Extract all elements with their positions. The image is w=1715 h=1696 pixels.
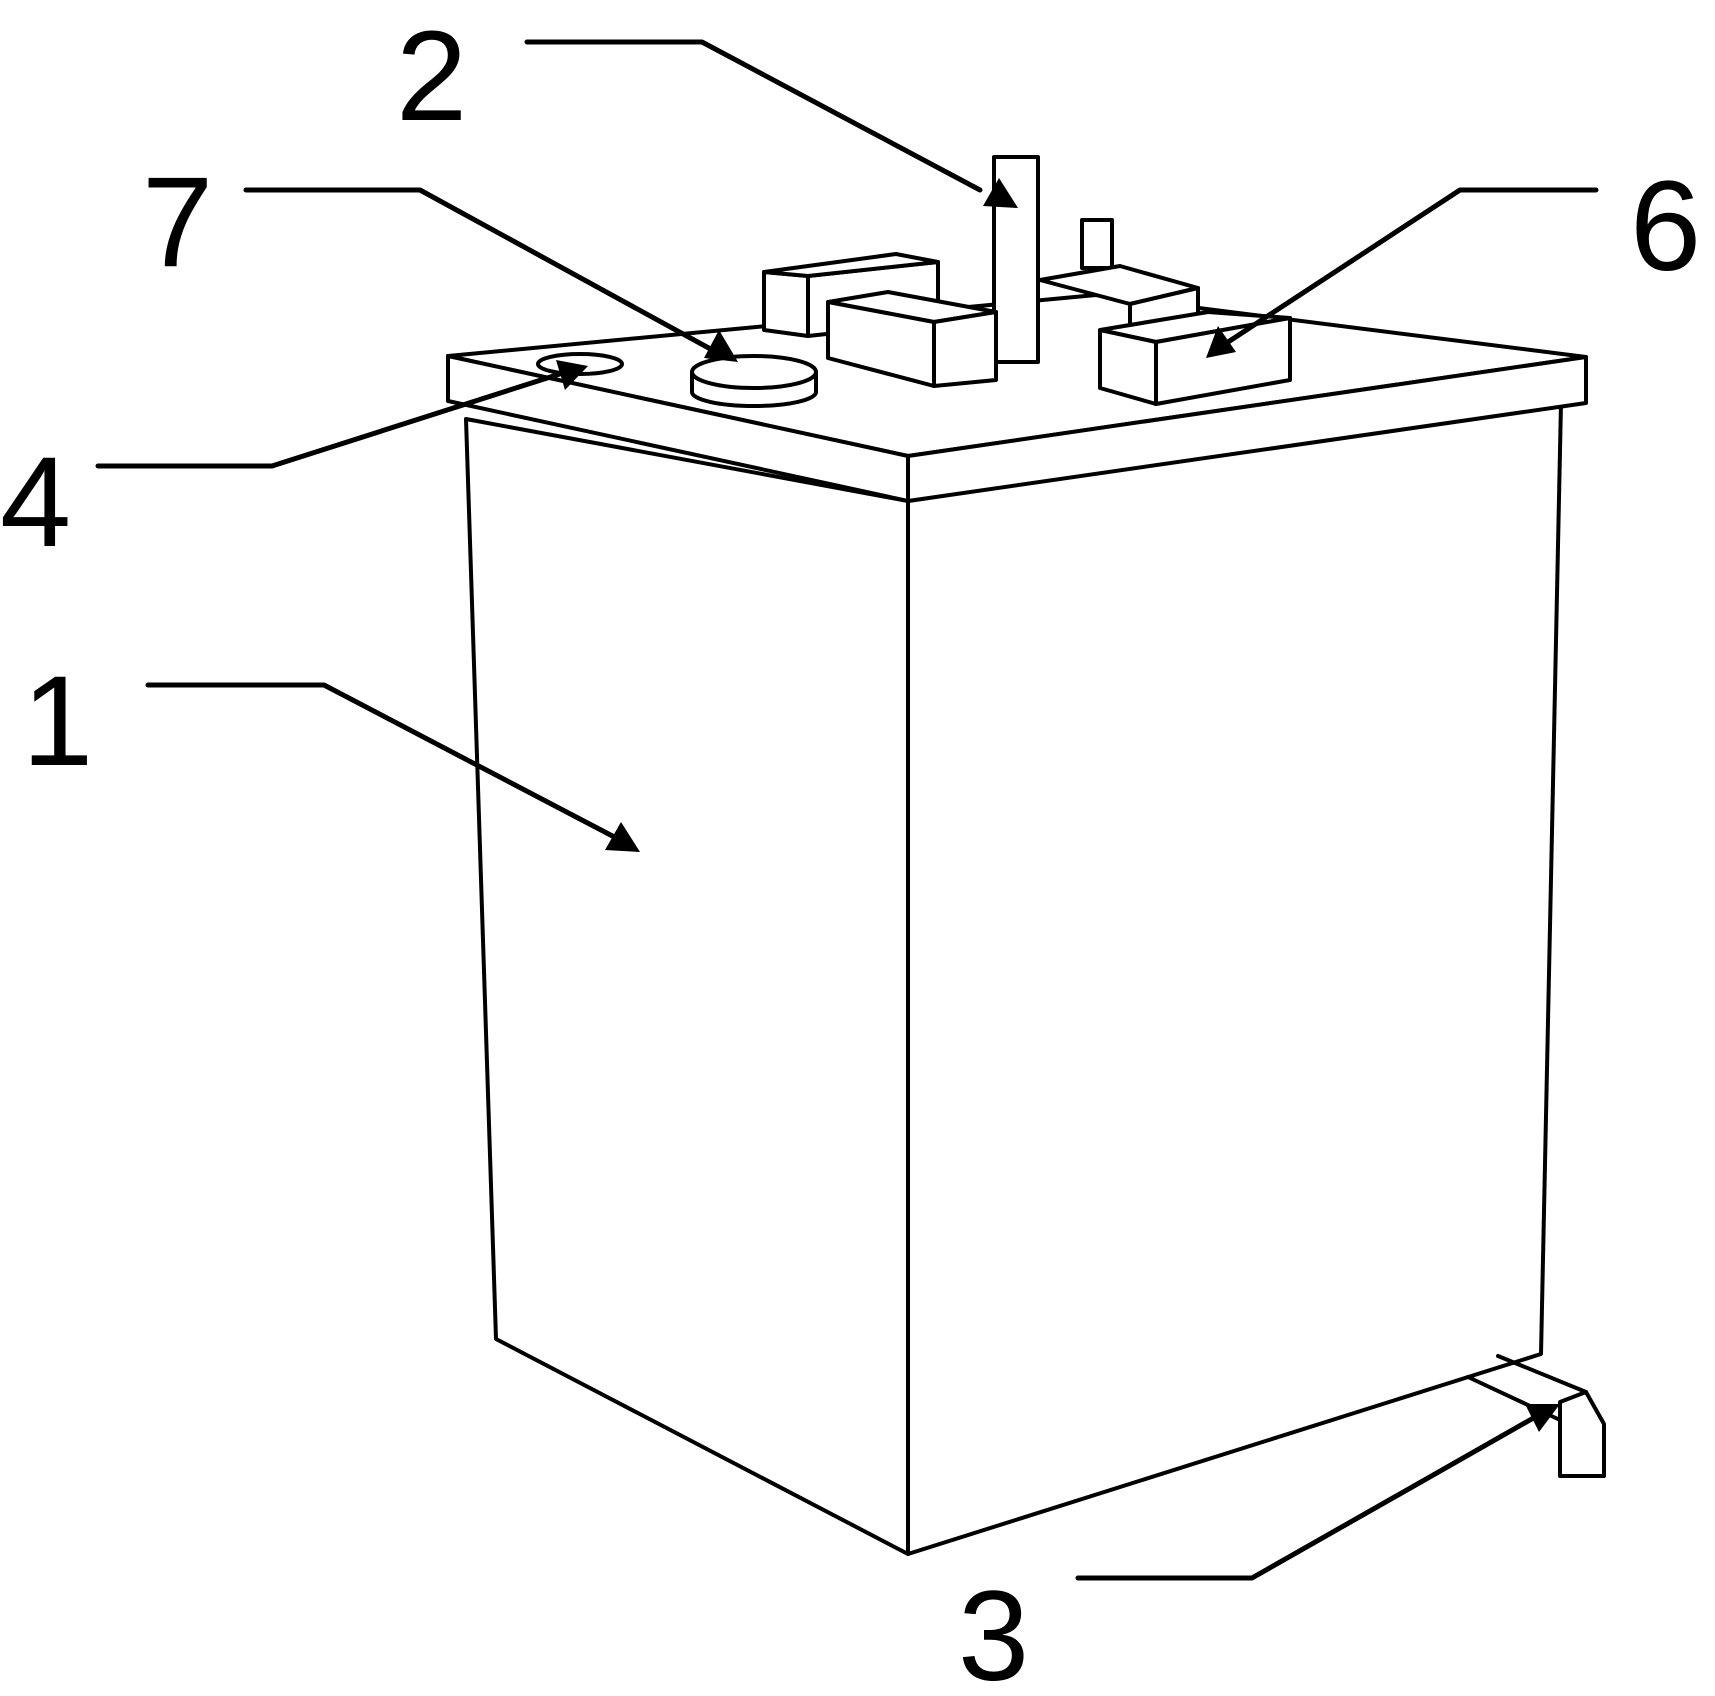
leader-line-7 [243, 187, 719, 355]
label-6: 6 [1630, 155, 1701, 298]
leader-line-3 [1075, 1409, 1547, 1581]
tank-body [464, 401, 1563, 1556]
label-2: 2 [396, 5, 467, 148]
tank-left-face [464, 417, 910, 1556]
label-1: 1 [22, 650, 93, 793]
small-post [1080, 218, 1114, 270]
reference-numerals: 1 2 3 4 6 7 [0, 5, 1701, 1696]
tank-right-face [906, 401, 1563, 1556]
front-right-box-front [1154, 316, 1292, 406]
outlet-pipe-upper [1496, 1354, 1588, 1394]
leader-line-6 [1219, 187, 1599, 349]
label-7: 7 [142, 151, 213, 294]
arrowhead-1 [605, 822, 640, 852]
arrowhead-3 [1525, 1404, 1560, 1432]
arrowhead-6 [1206, 326, 1236, 358]
back-left-box-side [762, 270, 810, 338]
label-3: 3 [958, 1565, 1029, 1691]
tank-lid [446, 293, 1588, 503]
arrowhead-2 [983, 178, 1018, 208]
arrowhead-4 [556, 360, 588, 390]
outlet-spout [1558, 1390, 1606, 1478]
fill-cap-top [690, 354, 818, 390]
front-left-box-front [932, 310, 998, 388]
back-left-box-top [762, 252, 940, 278]
label-4: 4 [0, 431, 71, 574]
leader-line-2 [524, 39, 983, 193]
leader-line-1 [145, 682, 625, 844]
top-components [536, 155, 1292, 408]
drain-outlet [1466, 1354, 1606, 1478]
leader-lines [95, 39, 1599, 1581]
leader-line-4 [95, 369, 569, 469]
arrowhead-7 [704, 330, 738, 362]
fill-cap [690, 354, 818, 408]
lid-right-rim [906, 355, 1588, 503]
